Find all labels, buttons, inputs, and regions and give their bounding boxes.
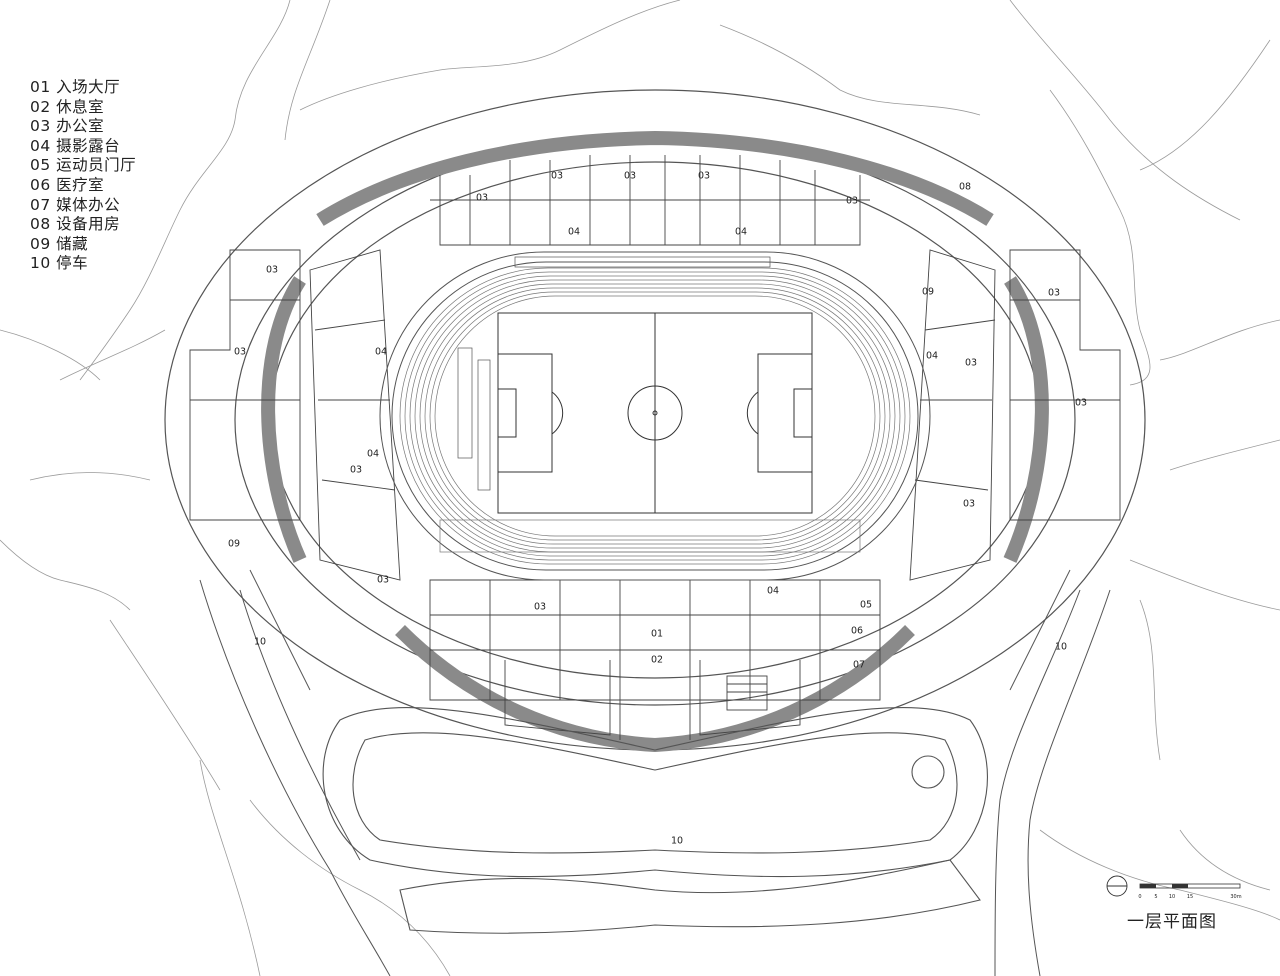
room-cells: [189, 155, 1121, 740]
access-roads: [199, 569, 1111, 976]
legend-item: 06 医疗室: [30, 175, 105, 194]
room-label: 10: [254, 637, 266, 648]
room-label: 03: [551, 171, 563, 182]
room-label: 01: [651, 629, 663, 640]
room-label: 02: [651, 655, 663, 666]
room-label: 03: [1048, 288, 1060, 299]
legend-item: 03 办公室: [30, 117, 105, 136]
room-label: 09: [922, 287, 934, 298]
field-event-area: [457, 256, 771, 491]
plan-title: 一层平面图: [1127, 912, 1217, 932]
room-label: 03: [963, 499, 975, 510]
room-label: 03: [846, 196, 858, 207]
room-label: 05: [860, 600, 872, 611]
room-label: 04: [735, 227, 747, 238]
scale-tick: 0: [1138, 894, 1141, 900]
north-arrow: [1106, 875, 1128, 897]
room-label: 03: [698, 171, 710, 182]
legend-item: 02 休息室: [30, 97, 105, 116]
running-track: [399, 267, 911, 565]
room-label: 10: [671, 836, 683, 847]
room-label: 04: [367, 449, 379, 460]
legend: 01 入场大厅 02 休息室 03 办公室 04 摄影露台 05 运动员门厅 0…: [30, 78, 136, 274]
legend-item: 01 入场大厅: [30, 78, 121, 96]
legend-item: 10 停车: [30, 254, 89, 273]
scale-tick: 15: [1187, 894, 1193, 900]
room-label: 04: [375, 347, 387, 358]
scale-tick: 5: [1154, 894, 1157, 900]
room-label: 04: [926, 351, 938, 362]
legend-item: 05 运动员门厅: [30, 156, 137, 175]
corridor-band: [261, 130, 1049, 753]
legend-item: 08 设备用房: [30, 215, 121, 234]
room-label: 04: [568, 227, 580, 238]
legend-item: 04 摄影露台: [30, 136, 121, 155]
room-labels: 03 03 03 03 03 08 04 04 03 09 03 03 04 0…: [228, 171, 1087, 847]
football-pitch: [497, 312, 813, 514]
room-label: 03: [234, 347, 246, 358]
room-label: 03: [965, 358, 977, 369]
scale-bar: 0 5 10 15 30m: [1138, 883, 1242, 900]
room-label: 03: [624, 171, 636, 182]
room-label: 07: [853, 660, 865, 671]
room-label: 03: [534, 602, 546, 613]
legend-item: 07 媒体办公: [30, 195, 121, 214]
scale-tick: 30m: [1230, 894, 1241, 900]
room-label: 06: [851, 626, 863, 637]
south-parking: [322, 707, 988, 934]
room-label: 09: [228, 539, 240, 550]
room-label: 08: [959, 182, 971, 193]
room-label: 03: [266, 265, 278, 276]
legend-item: 09 储藏: [30, 234, 89, 253]
seating-bowl: [379, 251, 931, 581]
room-label: 03: [476, 193, 488, 204]
room-label: 10: [1055, 642, 1067, 653]
scale-tick: 10: [1169, 894, 1175, 900]
room-label: 03: [1075, 398, 1087, 409]
room-label: 03: [377, 575, 389, 586]
room-label: 04: [767, 586, 779, 597]
room-label: 03: [350, 465, 362, 476]
